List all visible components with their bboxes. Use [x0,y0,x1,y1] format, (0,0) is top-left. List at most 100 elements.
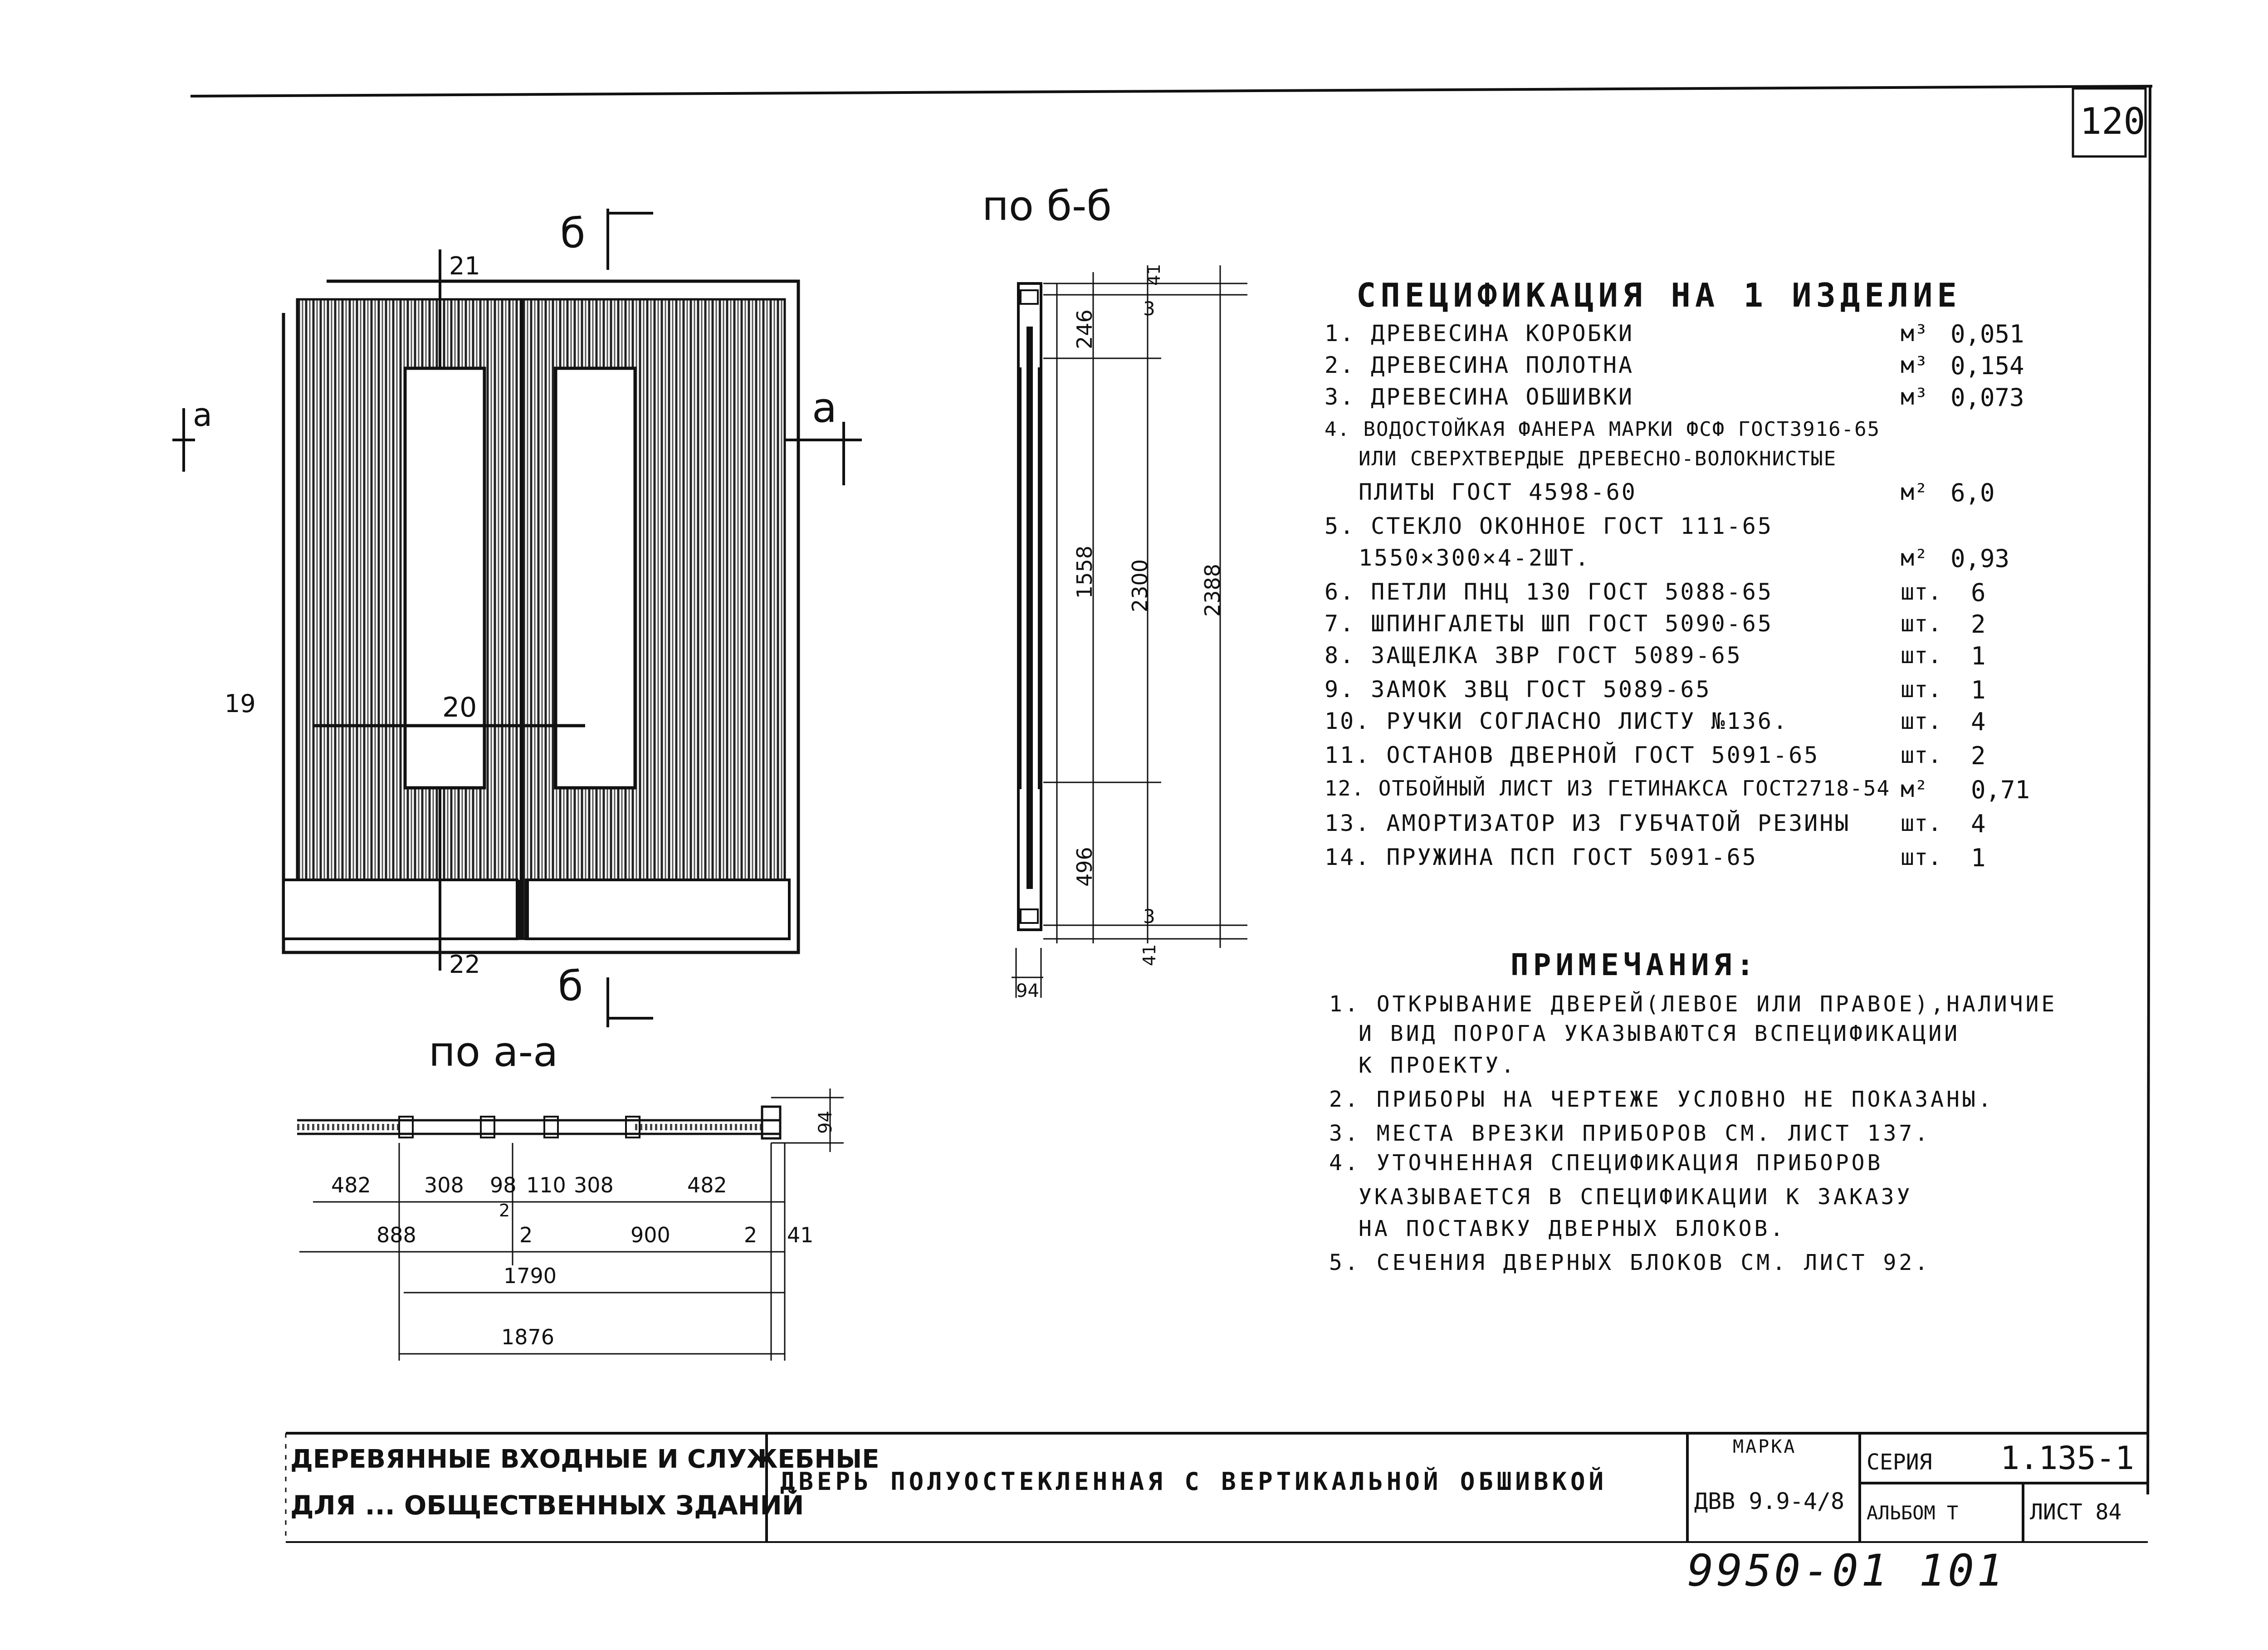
spec-unit: м² [1901,776,1928,802]
spec-unit: м² [1901,545,1928,571]
dim-aa-900: 900 [631,1223,670,1247]
dim-bb-1558: 1558 [1072,545,1097,599]
section-marker-b-top: б [560,210,586,257]
dim-aa-888: 888 [376,1223,416,1247]
note-line: УКАЗЫВАЕТСЯ В СПЕЦИФИКАЦИИ К ЗАКАЗУ [1359,1184,1913,1210]
spec-item: ИЛИ СВЕРХТВЕРДЫЕ ДРЕВЕСНО-ВОЛОКНИСТЫЕ [1359,447,1837,470]
spec-qty: 0,051 [1950,320,2024,348]
spec-qty: 0,073 [1950,383,2024,412]
dim-aa-110: 110 [526,1173,566,1197]
dim-aa-308-right: 308 [574,1173,614,1197]
spec-qty: 4 [1971,810,1986,838]
spec-qty: 0,71 [1971,776,2030,804]
spec-qty: 2 [1971,610,1986,639]
dim-aa-482-right: 482 [687,1173,727,1197]
spec-unit: шт. [1901,844,1942,870]
note-line: 4. УТОЧНЕННАЯ СПЕЦИФИКАЦИЯ ПРИБОРОВ [1329,1150,1883,1176]
title-block-lines [286,1433,2148,1543]
spec-item: 9. ЗАМОК ЗВЦ ГОСТ 5089-65 [1325,676,1711,703]
title-block-marka-value: ДВВ 9.9-4/8 [1694,1488,1845,1514]
section-bb [1012,265,1247,998]
spec-item: 1. ДРЕВЕСИНА КОРОБКИ [1325,320,1634,347]
spec-item: 1550×300×4-2ШТ. [1359,545,1591,571]
spec-item: 5. СТЕКЛО ОКОННОЕ ГОСТ 111-65 [1325,513,1773,539]
dim-bb-41-top: 41 [1144,264,1164,286]
title-block-marka-label: МАРКА [1733,1436,1797,1457]
section-bb-title: по б-б [982,182,1112,230]
spec-item: 2. ДРЕВЕСИНА ПОЛОТНА [1325,352,1634,378]
dim-aa-2-left: 2 [519,1223,533,1247]
dim-bb-3-bottom: 3 [1143,905,1155,928]
spec-unit: шт. [1901,810,1942,836]
spec-unit: шт. [1901,676,1942,703]
spec-qty: 6,0 [1950,478,1995,507]
note-line: 3. МЕСТА ВРЕЗКИ ПРИБОРОВ СМ. ЛИСТ 137. [1329,1121,1931,1146]
title-block-seria-value: 1.135-1 [2000,1440,2135,1477]
title-block-org-line2: ДЛЯ ... ОБЩЕСТВЕННЫХ ЗДАНИЙ [290,1490,804,1521]
dim-aa-98: 98 [490,1173,517,1197]
spec-qty: 1 [1971,642,1986,670]
dim-aa-308-left: 308 [424,1173,464,1197]
section-marker-a-right: а [812,384,837,432]
dim-aa-94: 94 [815,1111,836,1134]
spec-unit: шт. [1901,742,1942,768]
dim-aa-482-left: 482 [331,1173,371,1197]
spec-unit: м³ [1901,384,1928,410]
spec-item: ПЛИТЫ ГОСТ 4598-60 [1359,479,1637,505]
title-block-list: ЛИСТ 84 [2030,1499,2122,1525]
spec-item: 6. ПЕТЛИ ПНЦ 130 ГОСТ 5088-65 [1325,579,1773,605]
dim-bb-496: 496 [1072,847,1097,887]
sheet-frame [190,85,2153,1542]
note-line: НА ПОСТАВКУ ДВЕРНЫХ БЛОКОВ. [1359,1216,1786,1241]
spec-item: 8. ЗАЩЕЛКА ЗВР ГОСТ 5089-65 [1325,642,1742,669]
sheet-number-top: 120 [2080,100,2146,142]
spec-item: 7. ШПИНГАЛЕТЫ ШП ГОСТ 5090-65 [1325,610,1773,637]
section-aa-title: по а-а [429,1028,558,1076]
spec-qty: 1 [1971,844,1986,872]
dim-bb-41-bottom: 41 [1139,944,1159,966]
dim-bb-3-top: 3 [1143,298,1155,320]
spec-unit: шт. [1901,642,1942,669]
section-marker-a-left: а [193,396,212,434]
node-label-21: 21 [449,252,480,280]
spec-qty: 4 [1971,708,1986,736]
spec-title: СПЕЦИФИКАЦИЯ НА 1 ИЗДЕЛИЕ [1356,276,1961,314]
section-aa [297,1089,844,1361]
dim-aa-41: 41 [787,1223,814,1247]
spec-unit: шт. [1901,708,1942,734]
title-block-seria-label: СЕРИЯ [1867,1450,1932,1475]
spec-qty: 0,93 [1950,544,2010,573]
spec-item: 10. РУЧКИ СОГЛАСНО ЛИСТУ №136. [1325,708,1789,734]
note-line: 1. ОТКРЫВАНИЕ ДВЕРЕЙ(ЛЕВОЕ ИЛИ ПРАВОЕ),Н… [1329,991,2058,1017]
dim-aa-2-right: 2 [744,1223,758,1247]
spec-unit: м³ [1901,320,1928,347]
spec-unit: шт. [1901,610,1942,637]
spec-qty: 1 [1971,676,1986,704]
section-marker-b-bottom: б [558,962,583,1010]
dim-aa-1876: 1876 [501,1325,555,1349]
dim-bb-2388: 2388 [1200,563,1225,617]
spec-unit: м² [1901,479,1928,505]
spec-unit: шт. [1901,579,1942,605]
title-block-album: АЛЬБОМ Т [1867,1502,1959,1524]
spec-qty: 2 [1971,742,1986,770]
dim-bb-94: 94 [1016,981,1039,1001]
spec-item: 11. ОСТАНОВ ДВЕРНОЙ ГОСТ 5091-65 [1325,742,1820,768]
note-line: К ПРОЕКТУ. [1359,1053,1517,1078]
spec-qty: 0,154 [1950,351,2024,380]
dim-bb-246: 246 [1072,309,1097,349]
title-block-door-title: ДВЕРЬ ПОЛУОСТЕКЛЕННАЯ С ВЕРТИКАЛЬНОЙ ОБШ… [780,1467,1607,1496]
node-label-20: 20 [442,692,477,723]
dim-bb-2300: 2300 [1128,559,1152,612]
spec-item: 3. ДРЕВЕСИНА ОБШИВКИ [1325,384,1634,410]
title-block-org-line1: ДЕРЕВЯННЫЕ ВХОДНЫЕ И СЛУЖЕБНЫЕ [290,1445,880,1474]
node-label-19: 19 [225,689,256,718]
spec-qty: 6 [1971,578,1986,607]
note-line: 5. СЕЧЕНИЯ ДВЕРНЫХ БЛОКОВ СМ. ЛИСТ 92. [1329,1250,1931,1275]
door-elevation [172,209,862,1027]
spec-unit: м³ [1901,352,1928,378]
spec-item: 13. АМОРТИЗАТОР ИЗ ГУБЧАТОЙ РЕЗИНЫ [1325,810,1851,836]
notes-title: ПРИМЕЧАНИЯ: [1510,947,1759,982]
dim-aa-1790: 1790 [503,1264,557,1288]
